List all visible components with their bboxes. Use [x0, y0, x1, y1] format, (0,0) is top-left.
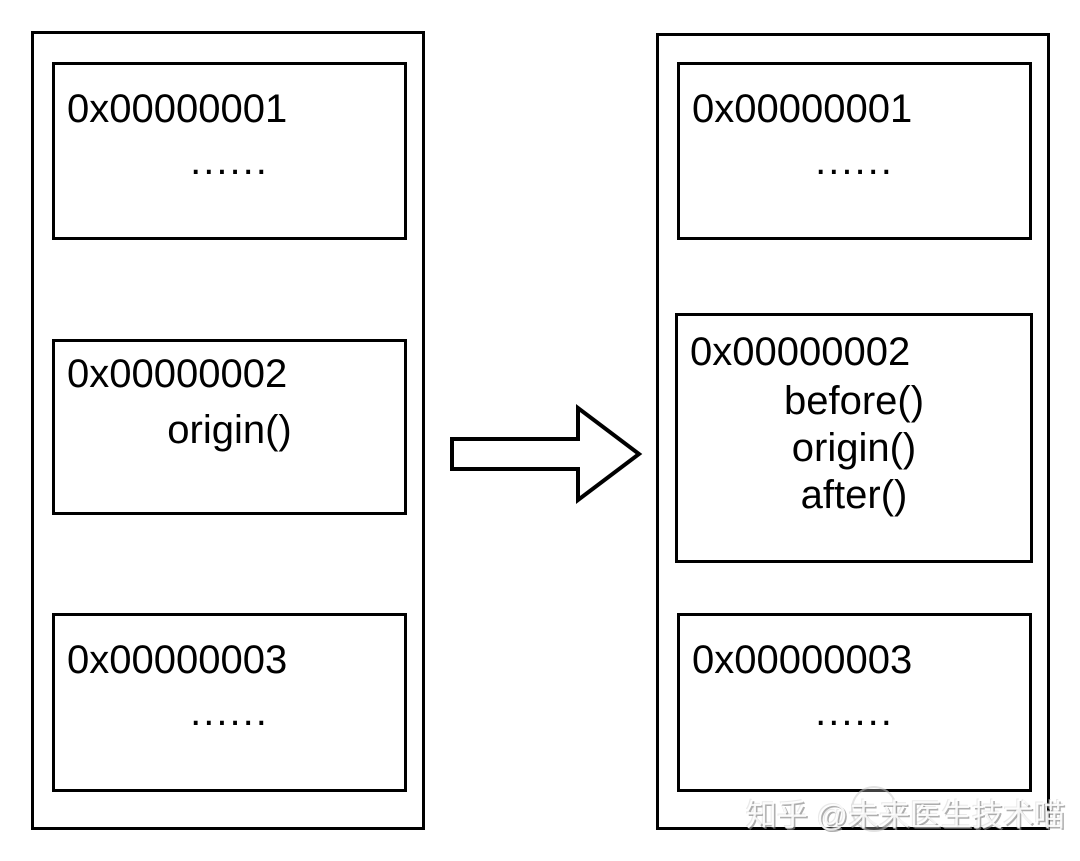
block-address: 0x00000001: [692, 87, 913, 131]
block-address: 0x00000003: [67, 638, 288, 682]
function-label: before(): [783, 379, 925, 423]
function-label: origin(): [791, 426, 917, 470]
memory-column-after: 0x00000001 ...... 0x00000002 before() or…: [656, 33, 1050, 830]
block-ellipsis: ......: [815, 139, 894, 183]
memory-block: 0x00000002 origin(): [52, 339, 407, 515]
memory-block: 0x00000001 ......: [677, 62, 1032, 240]
memory-block: 0x00000003 ......: [677, 613, 1032, 792]
block-address: 0x00000001: [67, 87, 288, 131]
function-label: origin(): [167, 408, 292, 452]
block-address: 0x00000003: [692, 638, 913, 682]
block-ellipsis: ......: [190, 690, 269, 734]
watermark-avatar: [851, 786, 897, 832]
block-ellipsis: ......: [815, 690, 894, 734]
memory-block-hooked: 0x00000002 before() origin() after(): [675, 313, 1033, 563]
function-label: after(): [800, 473, 908, 517]
memory-block: 0x00000003 ......: [52, 613, 407, 792]
right-arrow-icon: [450, 403, 643, 505]
memory-block: 0x00000001 ......: [52, 62, 407, 240]
block-ellipsis: ......: [190, 139, 269, 183]
block-address: 0x00000002: [67, 352, 288, 396]
memory-column-before: 0x00000001 ...... 0x00000002 origin() 0x…: [31, 31, 425, 830]
block-address: 0x00000002: [690, 330, 911, 374]
